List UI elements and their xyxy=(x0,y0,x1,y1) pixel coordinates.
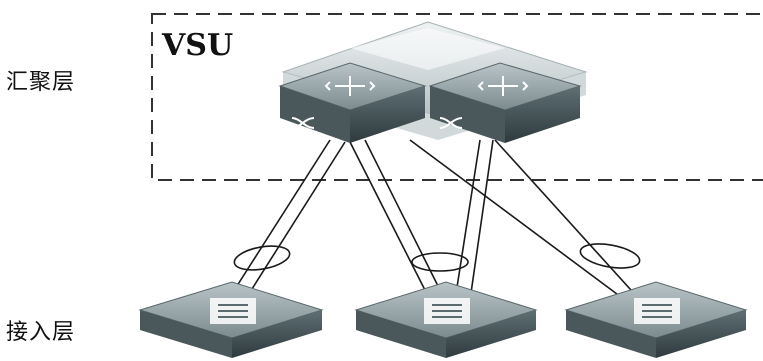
access-layer-label: 接入层 xyxy=(6,320,76,345)
link-aggregation-rings xyxy=(233,243,641,272)
access-switch-1 xyxy=(138,281,324,358)
vsu-boundary xyxy=(151,13,763,181)
access-switch-icon xyxy=(210,298,256,324)
access-switch-icon xyxy=(634,298,680,324)
lag-ring-left xyxy=(233,245,291,271)
core-switch-right xyxy=(428,62,582,143)
aggregation-layer-label: 汇聚层 xyxy=(6,70,76,95)
layer3-switch-icon xyxy=(324,76,376,96)
crossover-arrows-icon xyxy=(439,117,463,129)
access-switch-2 xyxy=(354,281,538,358)
core-switch-left xyxy=(278,62,427,143)
uplink-lines xyxy=(227,139,641,301)
layer3-switch-icon xyxy=(477,76,529,96)
access-switch-3 xyxy=(564,281,748,358)
vsu-label: VSU xyxy=(162,28,234,63)
lag-ring-right xyxy=(579,243,641,269)
crossover-arrows-icon xyxy=(291,117,315,129)
lag-ring-middle xyxy=(411,252,469,272)
access-switch-icon xyxy=(424,298,470,324)
vsu-switch-stack xyxy=(278,21,588,143)
